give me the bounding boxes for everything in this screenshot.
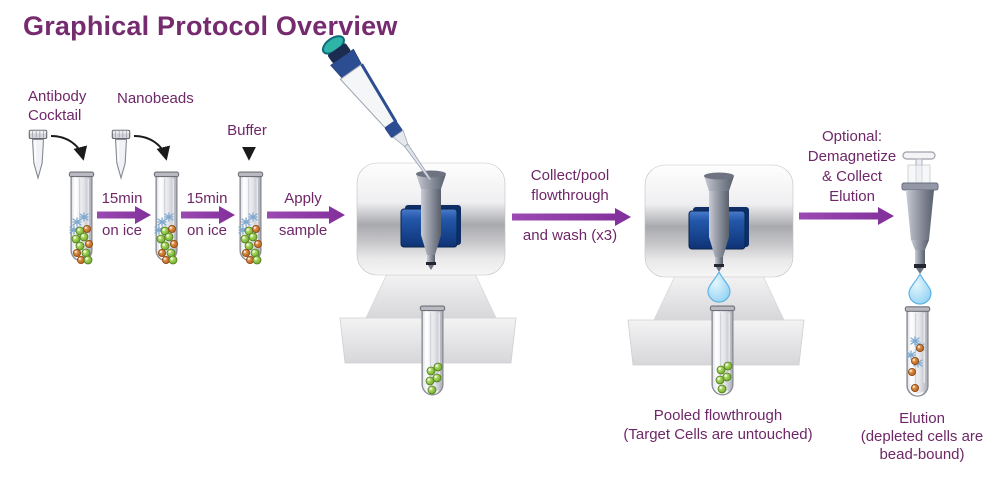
antibody-vial-icon	[28, 129, 48, 179]
label-nanobeads: Nanobeads	[117, 90, 194, 107]
plunger-column-icon	[901, 151, 939, 274]
step-optional-line4: Elution	[829, 188, 875, 205]
step-apply-bottom: sample	[278, 222, 328, 239]
step-incubate2-condition: on ice	[186, 222, 228, 239]
step-collect-top-line2: flowthrough	[531, 187, 609, 204]
caption-elution-line3: bead-bound)	[879, 446, 965, 463]
arrow-apply-sample	[267, 206, 345, 224]
antibody-transfer-arrow-icon	[50, 135, 88, 161]
step-optional-line3: & Collect	[821, 168, 883, 185]
label-buffer: Buffer	[227, 122, 267, 139]
step-optional-line1: Optional:	[821, 128, 883, 145]
caption-elution: Elution (depleted cells are bead-bound)	[837, 410, 1000, 464]
caption-pooled-flowthrough: Pooled flowthrough (Target Cells are unt…	[598, 406, 838, 444]
step-collect-top: Collect/pool flowthrough	[505, 166, 635, 206]
step-optional-line2: Demagnetize	[807, 148, 897, 165]
label-antibody-cocktail: Antibody Cocktail	[28, 87, 108, 125]
arrow-incubate-1	[97, 206, 151, 224]
step-collect-top-line1: Collect/pool	[530, 167, 610, 184]
arrow-incubate-2	[181, 206, 235, 224]
pipette-icon	[321, 35, 432, 181]
label-antibody-line2: Cocktail	[28, 107, 82, 124]
step-incubate1-duration: 15min	[101, 190, 143, 207]
elution-tube-icon	[903, 305, 932, 398]
page-title: Graphical Protocol Overview	[23, 11, 398, 41]
step-collect-bottom: and wash (x3)	[522, 227, 618, 244]
step-apply-top: Apply	[284, 190, 322, 207]
step-optional: Optional: Demagnetize & Collect Elution	[793, 127, 911, 207]
caption-elution-line2: (depleted cells are	[860, 428, 984, 445]
caption-elution-line1: Elution	[899, 410, 945, 427]
step-incubate1-condition: on ice	[101, 222, 143, 239]
nanobeads-transfer-arrow-icon	[133, 135, 171, 161]
caption-pooled-line2: (Target Cells are untouched)	[623, 426, 813, 443]
caption-pooled-line1: Pooled flowthrough	[653, 407, 783, 424]
label-antibody-line1: Antibody	[28, 88, 87, 105]
arrow-collect-wash	[512, 208, 631, 226]
step-incubate2-duration: 15min	[186, 190, 228, 207]
droplet-icon	[707, 270, 731, 303]
elution-droplet-icon	[908, 272, 932, 305]
arrow-optional-elution	[799, 207, 894, 225]
nanobeads-vial-icon	[111, 129, 131, 179]
